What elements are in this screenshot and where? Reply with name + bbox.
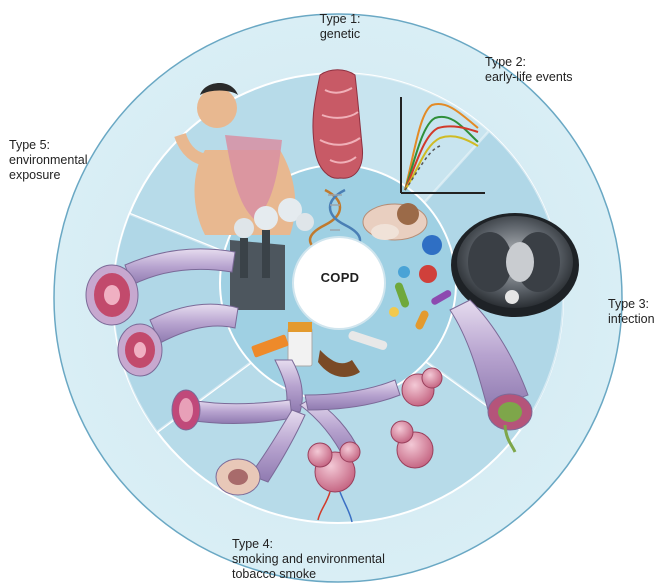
type4-name-line1: smoking and environmental [232, 552, 385, 567]
type5-name-line1: environmental [9, 153, 88, 168]
type4-number: Type 4: [232, 537, 385, 552]
type2-name: early-life events [485, 70, 573, 85]
genetic-lung-tissue-illustration [313, 70, 363, 179]
type2-number: Type 2: [485, 55, 573, 70]
label-type5-environmental-exposure: Type 5: environmental exposure [9, 138, 88, 183]
label-type3-infection: Type 3: infection [608, 297, 655, 327]
type3-number: Type 3: [608, 297, 655, 312]
type5-number: Type 5: [9, 138, 88, 153]
copd-center-label: COPD [305, 270, 375, 285]
label-type2-early-life-events: Type 2: early-life events [485, 55, 573, 85]
airway-cross-section-bottom [216, 459, 260, 495]
type4-name-line2: tobacco smoke [232, 567, 385, 582]
type5-name-line2: exposure [9, 168, 88, 183]
type3-name: infection [608, 312, 655, 327]
airway-cross-section-left [172, 390, 200, 430]
type1-name: genetic [300, 27, 380, 42]
label-type1-genetic: Type 1: genetic [300, 12, 380, 42]
label-type4-smoking: Type 4: smoking and environmental tobacc… [232, 537, 385, 582]
type1-number: Type 1: [300, 12, 380, 27]
